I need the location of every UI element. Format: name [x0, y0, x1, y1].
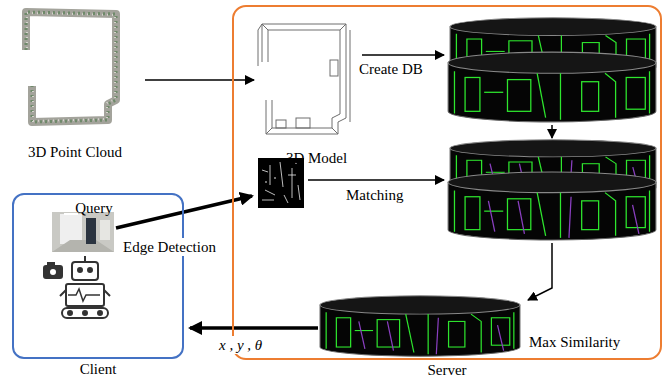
arrow-label: Create DB [358, 60, 424, 78]
arrow-label: Edge Detection [122, 238, 217, 256]
caption: Client [14, 360, 182, 378]
query-photo [52, 212, 114, 252]
server-box: 3D ModelServer [232, 5, 662, 360]
matched-cylinders [448, 140, 656, 240]
caption: 3D Model [254, 149, 379, 167]
arrow-label: Matching [345, 186, 405, 204]
flow-arrows [116, 55, 552, 328]
best-match-cylinder [320, 296, 520, 356]
model-figure: 3D Model [254, 19, 379, 169]
caption: 3D Point Cloud [5, 143, 145, 161]
caption: Server [234, 361, 660, 379]
caption: Query [39, 199, 149, 217]
input-figure: 3D Point Cloud [5, 5, 145, 163]
point-cloud [26, 12, 116, 122]
arrow-label: x , y , θ [218, 336, 263, 354]
wireframe-model [258, 24, 350, 134]
robot-icon [44, 256, 110, 318]
flow-arrow [145, 79, 254, 81]
arrow-label: Max Similarity [528, 333, 621, 351]
client-box: QueryClient [12, 193, 184, 359]
database-cylinders [448, 18, 656, 122]
